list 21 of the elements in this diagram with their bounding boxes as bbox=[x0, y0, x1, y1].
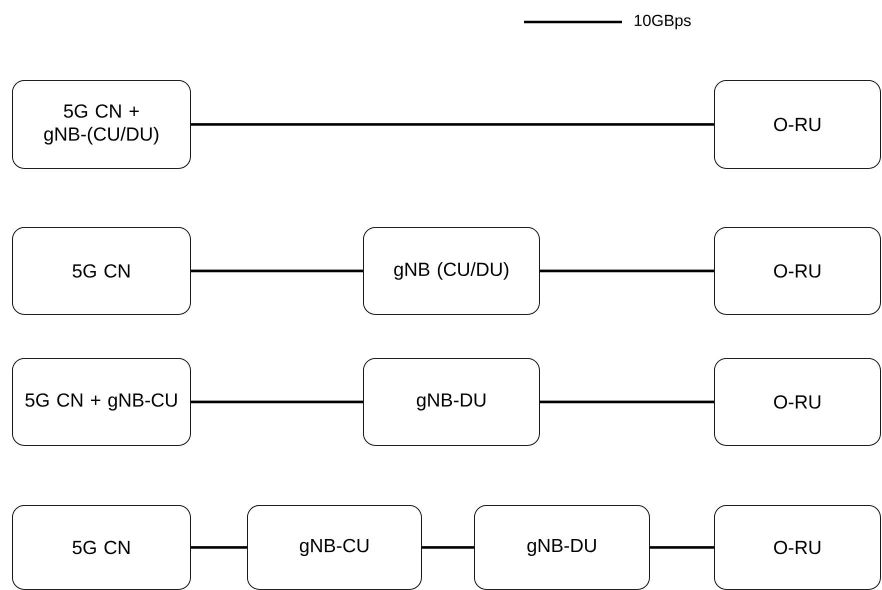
network-box: gNB-CU bbox=[247, 505, 422, 590]
network-box: O-RU bbox=[714, 227, 881, 315]
link-line bbox=[540, 270, 714, 272]
link-line bbox=[540, 400, 714, 404]
network-box: O-RU bbox=[714, 358, 881, 446]
network-box: 5G CN + gNB-CU bbox=[12, 358, 191, 446]
link-line bbox=[190, 400, 363, 404]
network-box: 5G CN bbox=[12, 227, 191, 315]
network-box: O-RU bbox=[714, 80, 881, 169]
link-line bbox=[422, 546, 474, 549]
network-box: gNB-DU bbox=[474, 505, 650, 590]
link-line bbox=[190, 546, 247, 549]
network-box: 5G CN bbox=[12, 505, 191, 590]
network-box: O-RU bbox=[714, 505, 881, 590]
network-box: 5G CN + gNB-(CU/DU) bbox=[12, 80, 191, 169]
link-line bbox=[650, 546, 714, 549]
link-line bbox=[190, 123, 714, 126]
network-box: gNB (CU/DU) bbox=[363, 227, 540, 315]
network-box: gNB-DU bbox=[363, 358, 540, 446]
legend-label: 10GBps bbox=[634, 14, 691, 30]
link-line bbox=[190, 270, 363, 272]
